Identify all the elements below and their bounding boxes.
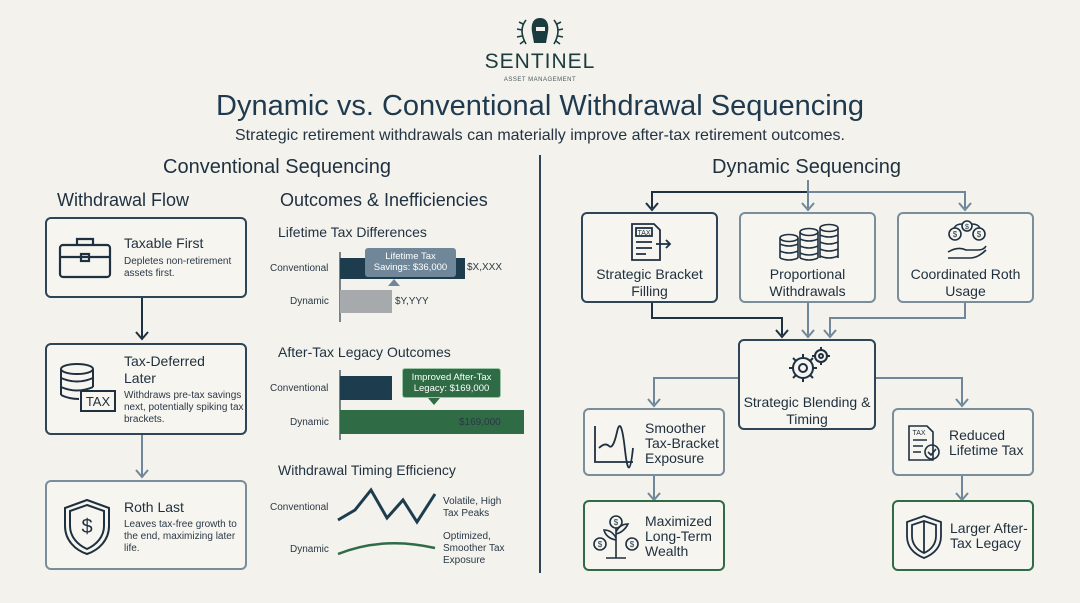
result-maximized-wealth: $ $ $ Maximized Long-Term Wealth [583, 500, 725, 571]
svg-text:TAX: TAX [637, 230, 650, 237]
result-title: Larger After-Tax Legacy [950, 520, 1028, 551]
strategy-proportional: Proportional Withdrawals [739, 212, 876, 303]
line-dynamic [337, 541, 436, 556]
svg-text:$: $ [630, 540, 635, 549]
svg-text:TAX: TAX [912, 430, 925, 437]
flow-arrows [135, 298, 149, 479]
coin-stack-tax-icon: TAX [60, 363, 116, 412]
hub-title: Strategic Blending & Timing [743, 394, 871, 427]
svg-text:$: $ [598, 540, 603, 549]
flow-step-taxable: Taxable First Depletes non-retirement as… [45, 217, 247, 298]
flow-step-tax-deferred: TAX Tax-Deferred Later Withdraws pre-tax… [45, 343, 247, 435]
conventional-heading: Conventional Sequencing [163, 156, 391, 178]
row-note: Optimized, Smoother Tax Exposure [443, 531, 505, 566]
row-value: $169,000 [459, 417, 501, 428]
row-value: $Y,YYY [395, 296, 429, 307]
strategy-title: Proportional Withdrawals [769, 266, 846, 299]
result-title: Smoother Tax-Bracket Exposure [645, 420, 719, 466]
tax-badge: TAX [86, 394, 111, 409]
line-chart-icon [594, 425, 634, 469]
timing-chart [337, 487, 437, 556]
result-larger-legacy: Larger After-Tax Legacy [892, 500, 1034, 571]
svg-text:$: $ [965, 224, 969, 231]
result-title: Reduced Lifetime Tax [949, 427, 1024, 458]
helmet-laurel-icon [516, 18, 564, 45]
withdrawal-flow-heading: Withdrawal Flow [57, 190, 190, 210]
step-title: Tax-Deferred Later [124, 353, 205, 386]
strategy-roth-usage: $ $ $ Coordinated Roth Usage [897, 212, 1034, 303]
row-label: Dynamic [290, 296, 329, 307]
tax-check-icon: TAX [908, 425, 940, 461]
line-conventional [337, 487, 437, 525]
coin-stacks-icon [779, 223, 839, 261]
result-reduced-tax: TAX Reduced Lifetime Tax [892, 408, 1034, 476]
svg-text:$: $ [953, 230, 958, 239]
shield-dollar-icon: $ [64, 498, 110, 556]
tax-document-icon: TAX [631, 223, 672, 261]
step-desc: Withdraws pre-tax savings next, potentia… [124, 390, 244, 425]
row-note: Volatile, High Tax Peaks [443, 496, 502, 519]
step-desc: Depletes non-retirement assets first. [124, 256, 232, 279]
strategy-title: Coordinated Roth Usage [910, 266, 1021, 299]
svg-text:$: $ [81, 516, 92, 538]
chart-title-lifetime-tax: Lifetime Tax Differences [278, 224, 427, 240]
page-subtitle: Strategic retirement withdrawals can mat… [235, 127, 845, 144]
chart-title-timing: Withdrawal Timing Efficiency [278, 462, 456, 478]
briefcase-icon [58, 237, 112, 279]
row-label: Conventional [270, 263, 329, 274]
brand-name: SENTINEL [484, 50, 596, 73]
callout-tax-savings: Lifetime Tax Savings: $36,000 [365, 248, 456, 277]
bar-dynamic [340, 290, 392, 313]
shield-icon [906, 515, 942, 559]
gears-icon [789, 347, 830, 382]
row-label: Conventional [270, 502, 329, 513]
step-desc: Leaves tax-free growth to the end, maxim… [124, 519, 237, 554]
step-title: Roth Last [124, 499, 184, 515]
row-label: Dynamic [290, 544, 329, 555]
bar-conventional [340, 376, 392, 400]
svg-text:$: $ [977, 230, 982, 239]
strategy-bracket-filling: TAX Strategic Bracket Filling [581, 212, 718, 303]
money-plant-icon: $ $ $ [593, 515, 639, 559]
flow-step-roth: $ Roth Last Leaves tax-free growth to th… [45, 480, 247, 570]
bar-dynamic [340, 410, 524, 434]
result-smoother-exposure: Smoother Tax-Bracket Exposure [583, 408, 725, 476]
hub-strategic-blending: Strategic Blending & Timing [738, 339, 876, 430]
outcomes-heading: Outcomes & Inefficiencies [280, 190, 488, 210]
section-divider [539, 155, 541, 573]
row-label: Dynamic [290, 417, 329, 428]
dynamic-heading: Dynamic Sequencing [712, 156, 901, 178]
row-label: Conventional [270, 383, 329, 394]
step-title: Taxable First [124, 235, 204, 251]
row-value: $X,XXX [467, 262, 503, 273]
svg-text:$: $ [614, 518, 619, 527]
strategy-title: Strategic Bracket Filling [596, 266, 703, 299]
hand-coins-cycle-icon: $ $ $ [947, 220, 987, 259]
chart-title-legacy: After-Tax Legacy Outcomes [278, 344, 451, 360]
callout-legacy: Improved After-Tax Legacy: $169,000 [402, 368, 501, 398]
legacy-chart [339, 370, 524, 440]
page-title: Dynamic vs. Conventional Withdrawal Sequ… [216, 90, 864, 122]
result-title: Maximized Long-Term Wealth [645, 513, 712, 559]
brand-tagline: ASSET MANAGEMENT [503, 77, 577, 83]
